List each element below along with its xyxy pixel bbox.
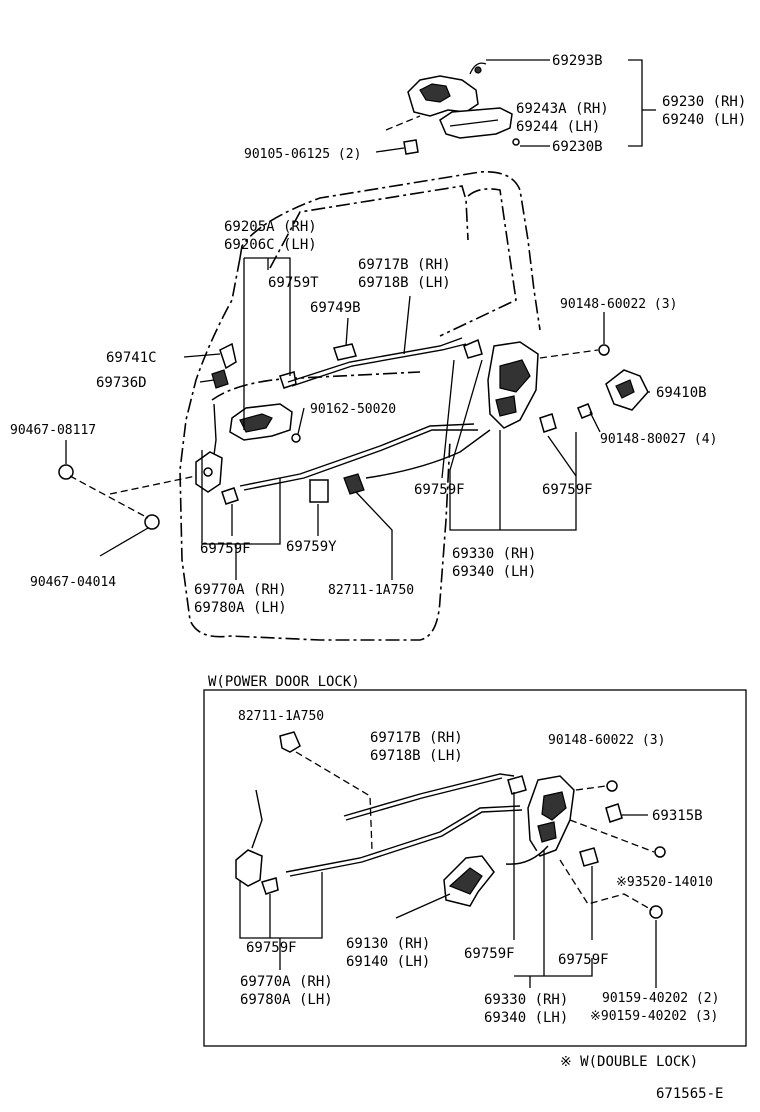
footnote-double-lock: ※ W(DOUBLE LOCK) [560, 1054, 698, 1070]
inset-label-69759F-a: 69759F [246, 940, 297, 956]
inset-label-93520-14010: ※93520-14010 [616, 875, 713, 890]
label-69230B: 69230B [552, 139, 603, 155]
label-90105-06125: 90105-06125 (2) [244, 147, 361, 162]
label-69340-lh: 69340 (LH) [452, 564, 536, 580]
label-69759F-a: 69759F [414, 482, 465, 498]
inside-handle [229, 403, 301, 443]
striker [577, 369, 649, 419]
top-leaders [375, 59, 656, 153]
inset-label-90159-40202-2: 90159-40202 (2) [602, 991, 719, 1006]
inset-label-82711-1A750: 82711-1A750 [238, 709, 324, 724]
label-90148-60022: 90148-60022 (3) [560, 297, 677, 312]
inset-label-69759F-c: 69759F [558, 952, 609, 968]
inset-label-69770A-rh: 69770A (RH) [240, 974, 333, 990]
main-leaders [65, 257, 650, 580]
label-69759F-c: 69759F [200, 541, 251, 557]
label-69240-lh: 69240 (LH) [662, 112, 746, 128]
label-69206C-lh: 69206C (LH) [224, 237, 317, 253]
door-outline [179, 171, 541, 641]
inset-label-69315B: 69315B [652, 808, 703, 824]
label-90148-80027: 90148-80027 (4) [600, 432, 717, 447]
label-69759T: 69759T [268, 275, 319, 291]
label-69244-lh: 69244 (LH) [516, 119, 600, 135]
inset-leaders [239, 792, 657, 988]
label-69243A-rh: 69243A (RH) [516, 101, 609, 117]
label-69749B: 69749B [310, 300, 361, 316]
inset-frame [203, 689, 747, 1047]
label-69759Y: 69759Y [286, 539, 337, 555]
label-82711-1A750: 82711-1A750 [328, 583, 414, 598]
label-69759F-b: 69759F [542, 482, 593, 498]
label-69330-rh: 69330 (RH) [452, 546, 536, 562]
inset-label-69140-lh: 69140 (LH) [346, 954, 430, 970]
inset-label-69759F-b: 69759F [464, 946, 515, 962]
inset-label-69330-rh: 69330 (RH) [484, 992, 568, 1008]
label-69717B-rh: 69717B (RH) [358, 257, 451, 273]
label-90467-08117: 90467-08117 [10, 423, 96, 438]
inset-label-90159-40202-3: ※90159-40202 (3) [590, 1009, 718, 1024]
label-69736D: 69736D [96, 375, 147, 391]
label-69718B-lh: 69718B (LH) [358, 275, 451, 291]
inset-label-69717B-rh: 69717B (RH) [370, 730, 463, 746]
label-69230-rh: 69230 (RH) [662, 94, 746, 110]
inset-label-69340-lh: 69340 (LH) [484, 1010, 568, 1026]
label-69780A-lh: 69780A (LH) [194, 600, 287, 616]
inset-label-69130-rh: 69130 (RH) [346, 936, 430, 952]
door-lock-assembly [487, 341, 610, 429]
label-69410B: 69410B [656, 385, 707, 401]
outside-handle-assembly [385, 62, 520, 155]
inset-label-69718B-lh: 69718B (LH) [370, 748, 463, 764]
bezel-clips [211, 342, 357, 389]
figure-id: 671565-E [656, 1086, 723, 1102]
inset-parts [235, 731, 666, 919]
label-69293B: 69293B [552, 53, 603, 69]
label-69741C: 69741C [106, 350, 157, 366]
label-69205A-rh: 69205A (RH) [224, 219, 317, 235]
bell-crank [195, 451, 223, 493]
inset-title: W(POWER DOOR LOCK) [208, 674, 360, 690]
label-69770A-rh: 69770A (RH) [194, 582, 287, 598]
inset-label-90148-60022: 90148-60022 (3) [548, 733, 665, 748]
inset-label-69780A-lh: 69780A (LH) [240, 992, 333, 1008]
label-90467-04014: 90467-04014 [30, 575, 116, 590]
label-90162-50020: 90162-50020 [310, 402, 396, 417]
misc-clips [58, 338, 557, 530]
